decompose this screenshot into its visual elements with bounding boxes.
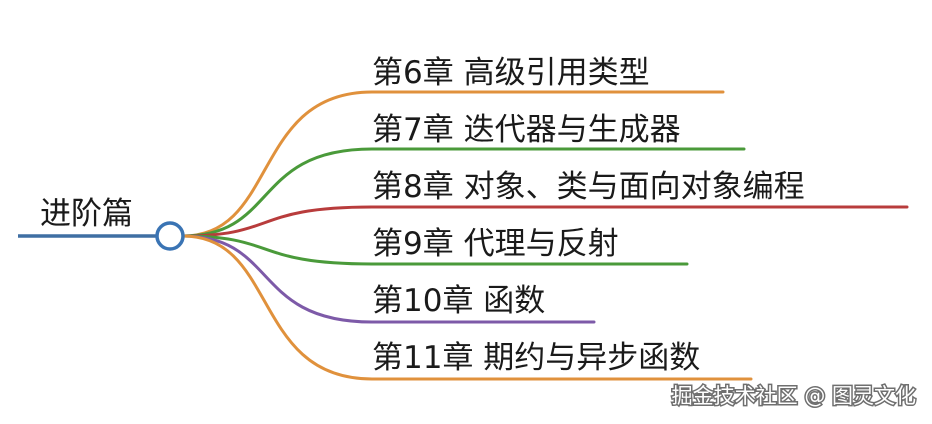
branch-line-ch8	[181, 205, 909, 238]
branch-line-ch6	[181, 90, 725, 238]
branch-line-ch7	[181, 147, 746, 238]
branch-label-ch10: 第10章 函数	[372, 283, 545, 319]
branch-label-ch9: 第9章 代理与反射	[372, 226, 619, 262]
branch-label-ch6: 第6章 高级引用类型	[372, 55, 650, 91]
branch-labels: 第6章 高级引用类型 第7章 迭代器与生成器 第8章 对象、类与面向对象编程 第…	[372, 55, 805, 376]
watermark-text: 掘金技术社区 @ 图灵文化	[672, 384, 916, 408]
branch-label-ch11: 第11章 期约与异步函数	[372, 340, 700, 376]
branch-line-ch10	[181, 234, 596, 324]
root-label: 进阶篇	[40, 196, 133, 232]
branch-line-ch11	[181, 234, 753, 381]
branch-lines	[181, 90, 909, 381]
branch-label-ch7: 第7章 迭代器与生成器	[372, 112, 681, 148]
root-node[interactable]	[155, 221, 185, 251]
branch-line-ch9	[181, 234, 689, 266]
branch-label-ch8: 第8章 对象、类与面向对象编程	[372, 169, 805, 205]
